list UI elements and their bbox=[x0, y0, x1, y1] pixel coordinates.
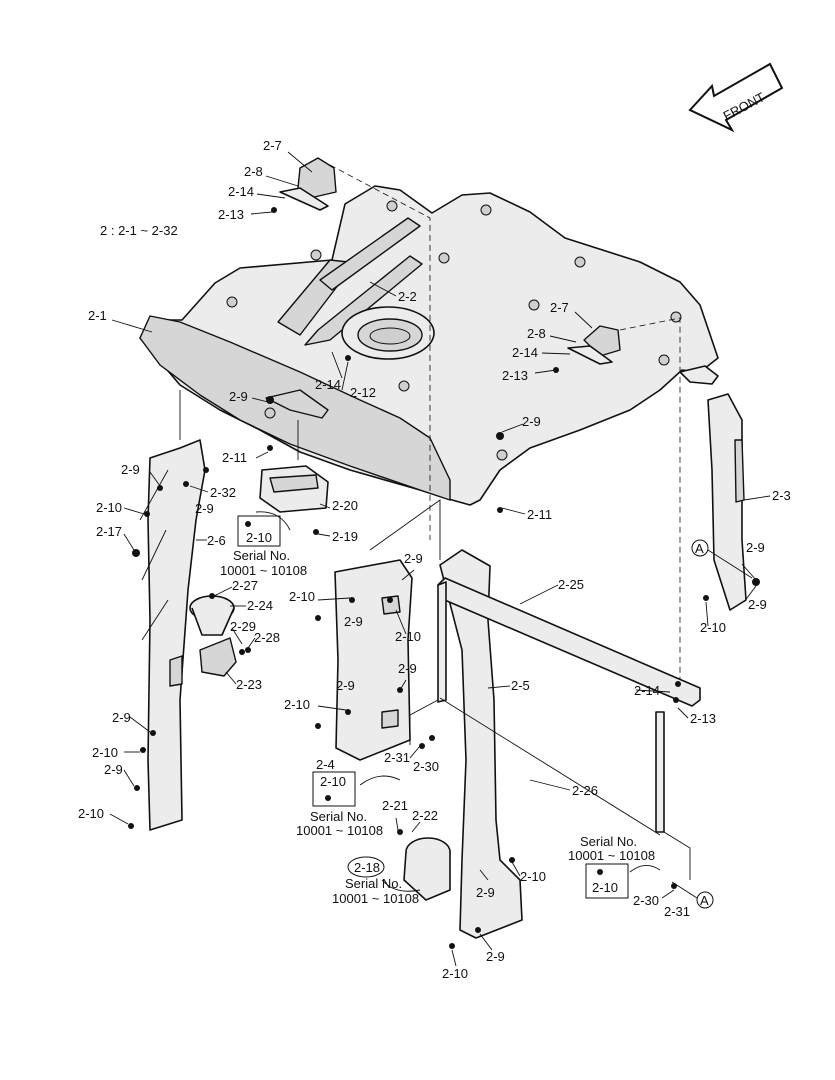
callout-2-5: 2-5 bbox=[511, 678, 530, 693]
callout-2-32: 2-32 bbox=[210, 485, 236, 500]
callout-2-10f: 2-10 bbox=[92, 745, 118, 760]
callout-2-29: 2-29 bbox=[230, 619, 256, 634]
range-note: 2 : 2-1 ~ 2-32 bbox=[100, 223, 178, 238]
callout-2-7b: 2-7 bbox=[550, 300, 569, 315]
callout-2-26: 2-26 bbox=[572, 783, 598, 798]
serial-note-1-range: 10001 ~ 10108 bbox=[220, 563, 307, 578]
callout-2-23: 2-23 bbox=[236, 677, 262, 692]
serial-note-1: 2-10 Serial No. 10001 ~ 10108 bbox=[220, 515, 307, 578]
interior-light bbox=[259, 465, 329, 513]
dome-light-front bbox=[567, 325, 621, 365]
rear-pillar-trim bbox=[439, 549, 523, 939]
callout-2-20: 2-20 bbox=[332, 498, 358, 513]
callout-2-9l: 2-9 bbox=[104, 762, 123, 777]
callout-2-13c: 2-13 bbox=[690, 711, 716, 726]
callout-2-21: 2-21 bbox=[382, 798, 408, 813]
callout-2-9d: 2-9 bbox=[195, 501, 214, 516]
dome-light-rear bbox=[279, 157, 337, 211]
serial-note-3-part: 2-18 bbox=[354, 860, 380, 875]
serial-note-4-part: 2-10 bbox=[592, 880, 618, 895]
left-pillar-trim bbox=[139, 439, 206, 831]
callout-2-9e: 2-9 bbox=[404, 551, 423, 566]
serial-note-4-range: 10001 ~ 10108 bbox=[568, 848, 655, 863]
callout-2-9k: 2-9 bbox=[112, 710, 131, 725]
center-pillar-trim bbox=[334, 559, 413, 761]
serial-note-1-title: Serial No. bbox=[233, 548, 290, 563]
leader-lines bbox=[109, 151, 771, 967]
callout-2-1: 2-1 bbox=[88, 308, 107, 323]
callout-2-9j: 2-9 bbox=[336, 678, 355, 693]
callout-2-2: 2-2 bbox=[398, 289, 417, 304]
callout-2-10g: 2-10 bbox=[78, 806, 104, 821]
callout-2-10b: 2-10 bbox=[289, 589, 315, 604]
callout-2-13: 2-13 bbox=[218, 207, 244, 222]
callout-2-9n: 2-9 bbox=[486, 949, 505, 964]
callout-2-10a: 2-10 bbox=[96, 500, 122, 515]
front-direction-arrow: FRONT bbox=[688, 62, 784, 133]
callout-2-14d: 2-14 bbox=[634, 683, 660, 698]
callout-2-24: 2-24 bbox=[247, 598, 273, 613]
serial-note-4: Serial No. 10001 ~ 10108 2-10 bbox=[568, 834, 655, 899]
rear-frame bbox=[409, 577, 701, 880]
svg-text:A: A bbox=[700, 893, 709, 908]
callout-2-8b: 2-8 bbox=[527, 326, 546, 341]
callout-2-4: 2-4 bbox=[316, 757, 335, 772]
callout-2-10e: 2-10 bbox=[284, 697, 310, 712]
serial-note-2-range: 10001 ~ 10108 bbox=[296, 823, 383, 838]
callout-2-7: 2-7 bbox=[263, 138, 282, 153]
ref-marker-a-right: A bbox=[671, 881, 714, 909]
callout-2-10i: 2-10 bbox=[442, 966, 468, 981]
callout-2-14c: 2-14 bbox=[315, 377, 341, 392]
callout-2-14: 2-14 bbox=[228, 184, 254, 199]
serial-note-3: 2-18 Serial No. 10001 ~ 10108 bbox=[332, 856, 419, 906]
callout-2-10d: 2-10 bbox=[395, 629, 421, 644]
callout-2-30b: 2-30 bbox=[633, 893, 659, 908]
callout-2-27: 2-27 bbox=[232, 578, 258, 593]
ref-marker-a-left: A bbox=[691, 539, 753, 579]
callout-2-6: 2-6 bbox=[207, 533, 226, 548]
callout-2-9h: 2-9 bbox=[344, 614, 363, 629]
serial-note-2-title: Serial No. bbox=[310, 809, 367, 824]
serial-note-3-title: Serial No. bbox=[345, 876, 402, 891]
callout-2-19: 2-19 bbox=[332, 529, 358, 544]
rear-air-duct bbox=[403, 837, 451, 901]
callout-2-31a: 2-31 bbox=[384, 750, 410, 765]
callout-2-8: 2-8 bbox=[244, 164, 263, 179]
callout-2-25: 2-25 bbox=[558, 577, 584, 592]
callout-2-9i: 2-9 bbox=[398, 661, 417, 676]
callout-2-12: 2-12 bbox=[350, 385, 376, 400]
callout-2-11a: 2-11 bbox=[222, 450, 247, 465]
serial-note-3-range: 10001 ~ 10108 bbox=[332, 891, 419, 906]
serial-note-4-title: Serial No. bbox=[580, 834, 637, 849]
roof-headliner bbox=[139, 185, 719, 506]
callout-2-22: 2-22 bbox=[412, 808, 438, 823]
callout-2-17: 2-17 bbox=[96, 524, 122, 539]
svg-text:A: A bbox=[695, 541, 704, 556]
callout-2-9c: 2-9 bbox=[121, 462, 140, 477]
callout-2-9m: 2-9 bbox=[476, 885, 495, 900]
callout-2-11b: 2-11 bbox=[527, 507, 552, 522]
fasteners bbox=[128, 207, 760, 949]
serial-note-2-part: 2-10 bbox=[320, 774, 346, 789]
callout-2-3: 2-3 bbox=[772, 488, 791, 503]
callout-2-28: 2-28 bbox=[254, 630, 280, 645]
callout-2-9b: 2-9 bbox=[522, 414, 541, 429]
callout-2-31b: 2-31 bbox=[664, 904, 690, 919]
callout-labels: 2-7 2-8 2-14 2-13 2-1 2-2 2-7 2-8 2-14 2… bbox=[78, 138, 791, 981]
callout-2-9f: 2-9 bbox=[746, 540, 765, 555]
callout-2-9a: 2-9 bbox=[229, 389, 248, 404]
serial-note-2: 2-10 Serial No. 10001 ~ 10108 bbox=[296, 771, 383, 838]
callout-2-9g: 2-9 bbox=[748, 597, 767, 612]
right-pillar-trim bbox=[707, 393, 747, 611]
callout-2-13b: 2-13 bbox=[502, 368, 528, 383]
callout-2-30a: 2-30 bbox=[413, 759, 439, 774]
callout-2-10c: 2-10 bbox=[700, 620, 726, 635]
left-air-duct bbox=[189, 595, 237, 677]
callout-2-10h: 2-10 bbox=[520, 869, 546, 884]
callout-2-14b: 2-14 bbox=[512, 345, 538, 360]
serial-note-1-part: 2-10 bbox=[246, 530, 272, 545]
